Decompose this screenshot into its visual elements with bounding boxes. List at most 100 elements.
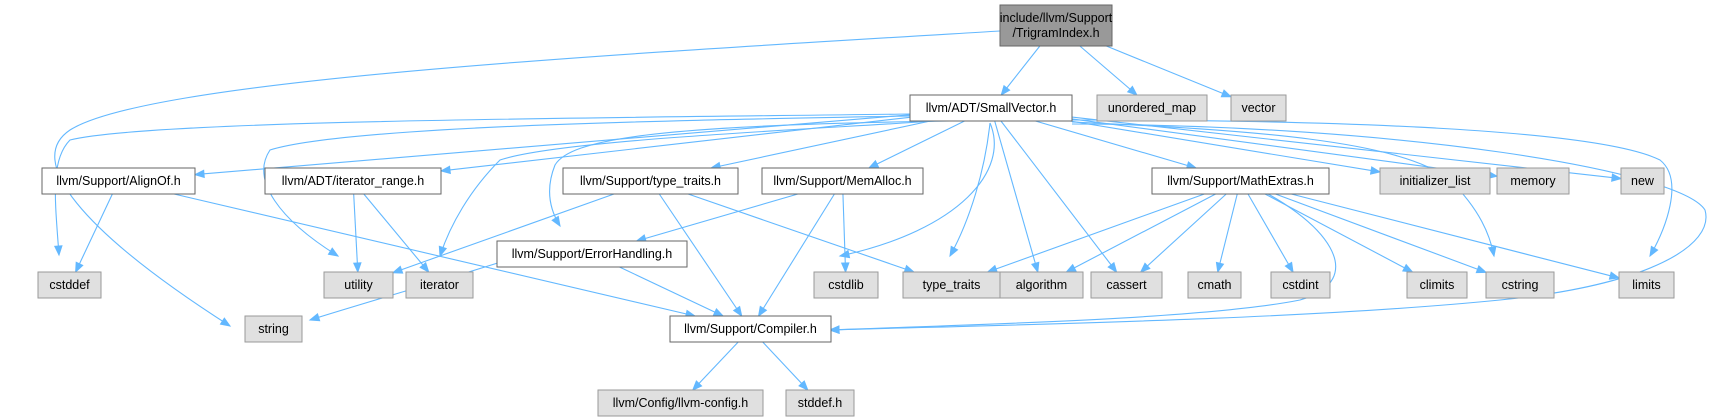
edge-compiler-to-stddef-h-arrowhead: [798, 380, 809, 391]
edge-trigram-to-smallvector-arrowhead: [1000, 84, 1011, 97]
node-label: type_traits: [923, 278, 981, 292]
node-smallvector[interactable]: llvm/ADT/SmallVector.h: [909, 94, 1073, 122]
node-box: [902, 271, 1001, 299]
edge-smallvector-to-cassert: [1000, 120, 1117, 273]
node-memalloc[interactable]: llvm/Support/MemAlloc.h: [761, 167, 924, 195]
node-box: [405, 271, 474, 299]
node-label: llvm/Support/ErrorHandling.h: [512, 247, 673, 261]
node-initializer-list: initializer_list: [1379, 167, 1491, 195]
node-label: llvm/ADT/SmallVector.h: [926, 101, 1057, 115]
edge-mathextras-to-compiler-arrowhead: [828, 325, 840, 334]
edge-smallvector-to-memalloc: [868, 120, 965, 169]
edge-smallvector-to-limits-arrowhead: [1649, 245, 1659, 258]
node-label: cassert: [1106, 278, 1147, 292]
node-label: cmath: [1197, 278, 1231, 292]
node-type-traits-h[interactable]: llvm/Support/type_traits.h: [562, 167, 739, 195]
node-cmath: cmath: [1187, 271, 1242, 299]
edge-memalloc-to-compiler-arrowhead: [757, 305, 768, 318]
node-box: [999, 4, 1113, 47]
node-memory: memory: [1496, 167, 1570, 195]
node-iterator: iterator: [405, 271, 474, 299]
node-limits: limits: [1618, 271, 1675, 299]
edge-smallvector-to-utility-arrowhead: [327, 247, 340, 257]
edge-trigram-to-string: [54, 30, 1001, 327]
node-cstring: cstring: [1485, 271, 1555, 299]
node-box: [1406, 271, 1468, 299]
edge-type-traits-h-to-utility: [392, 193, 615, 274]
nodes-layer: include/llvm/Support/TrigramIndex.h llvm/…: [37, 4, 1675, 417]
node-box: [1620, 167, 1665, 195]
edge-smallvector-to-alignof: [194, 114, 911, 176]
edge-smallvector-to-mathextras: [1035, 120, 1197, 169]
edge-smallvector-to-new-arrowhead: [1611, 173, 1623, 182]
node-box: [785, 389, 855, 417]
edge-mathextras-to-cassert: [1140, 193, 1227, 273]
edge-smallvector-to-cassert-arrowhead: [1107, 261, 1118, 274]
node-compiler[interactable]: llvm/Support/Compiler.h: [669, 315, 832, 343]
edge-smallvector-to-algorithm: [994, 120, 1039, 273]
node-label: memory: [1510, 174, 1556, 188]
node-box: [1090, 271, 1163, 299]
edge-memalloc-to-cstdlib-arrowhead: [840, 262, 850, 274]
node-label: llvm/Support/Compiler.h: [684, 322, 817, 336]
edge-mathextras-to-cstdint-arrowhead: [1284, 261, 1294, 274]
node-cstddef: cstddef: [37, 271, 102, 299]
edge-errorhandling-to-compiler-arrowhead: [712, 308, 725, 317]
edge-type-traits-h-to-type-traits-arrowhead: [903, 264, 916, 273]
edge-errorhandling-to-string-arrowhead: [308, 313, 321, 322]
edge-trigram-to-smallvector: [1000, 45, 1041, 96]
edge-mathextras-to-cassert-arrowhead: [1139, 262, 1151, 273]
node-label: cstddef: [49, 278, 90, 292]
edge-smallvector-to-alignof-arrowhead: [193, 169, 205, 179]
node-algorithm: algorithm: [999, 271, 1084, 299]
node-cstdint: cstdint: [1270, 271, 1331, 299]
edge-trigram-to-vector-arrowhead: [1220, 89, 1233, 98]
node-trigram: include/llvm/Support/TrigramIndex.h: [999, 4, 1113, 47]
node-box: [1096, 94, 1208, 122]
node-box: [562, 167, 739, 195]
edge-memalloc-to-compiler: [758, 193, 835, 317]
edge-type-traits-h-to-compiler-arrowhead: [732, 305, 743, 318]
node-box: [813, 271, 879, 299]
edge-smallvector-to-limits: [1071, 119, 1673, 257]
node-llvm-config: llvm/Config/llvm-config.h: [597, 389, 764, 417]
node-label: string: [258, 322, 289, 336]
node-label: algorithm: [1016, 278, 1067, 292]
node-iterator-range[interactable]: llvm/ADT/iterator_range.h: [264, 167, 442, 195]
edge-memalloc-to-errorhandling: [636, 193, 799, 242]
edge-alignof-to-cstddef: [75, 193, 113, 273]
node-box: [669, 315, 832, 343]
node-label: cstdint: [1282, 278, 1319, 292]
edge-mathextras-to-type-traits-arrowhead: [986, 264, 999, 273]
edge-smallvector-to-algorithm-arrowhead: [1031, 261, 1040, 274]
node-errorhandling[interactable]: llvm/Support/ErrorHandling.h: [496, 240, 688, 268]
edge-smallvector-to-cstddef-arrowhead: [53, 245, 63, 257]
edge-iterator-range-to-utility-arrowhead: [352, 262, 362, 274]
edge-smallvector-to-type-traits: [949, 122, 991, 257]
node-vector: vector: [1230, 94, 1287, 122]
node-label: llvm/Support/MathExtras.h: [1167, 174, 1314, 188]
edge-mathextras-to-cstdint: [1247, 193, 1294, 273]
node-label: /TrigramIndex.h: [1012, 26, 1099, 40]
edge-iterator-range-to-utility: [353, 193, 359, 273]
edge-memalloc-to-cstdlib: [842, 193, 847, 273]
node-box: [761, 167, 924, 195]
node-label: llvm/Support/AlignOf.h: [56, 174, 180, 188]
node-box: [597, 389, 764, 417]
node-stddef-h: stddef.h: [785, 389, 855, 417]
edge-type-traits-h-to-utility-arrowhead: [391, 265, 404, 274]
edge-smallvector-to-errorhandling-arrowhead: [551, 215, 561, 228]
node-type-traits: type_traits: [902, 271, 1001, 299]
node-mathextras[interactable]: llvm/Support/MathExtras.h: [1151, 167, 1330, 195]
node-alignof[interactable]: llvm/Support/AlignOf.h: [41, 167, 196, 195]
node-box: [1485, 271, 1555, 299]
node-label: cstdlib: [828, 278, 863, 292]
edge-iterator-range-to-iterator-arrowhead: [419, 261, 430, 274]
edge-type-traits-h-to-type-traits: [687, 193, 915, 273]
edge-alignof-to-compiler: [173, 193, 696, 317]
node-label: llvm/Support/type_traits.h: [580, 174, 721, 188]
node-box: [1230, 94, 1287, 122]
edge-smallvector-to-cstdlib: [839, 122, 995, 257]
node-box: [1270, 271, 1331, 299]
